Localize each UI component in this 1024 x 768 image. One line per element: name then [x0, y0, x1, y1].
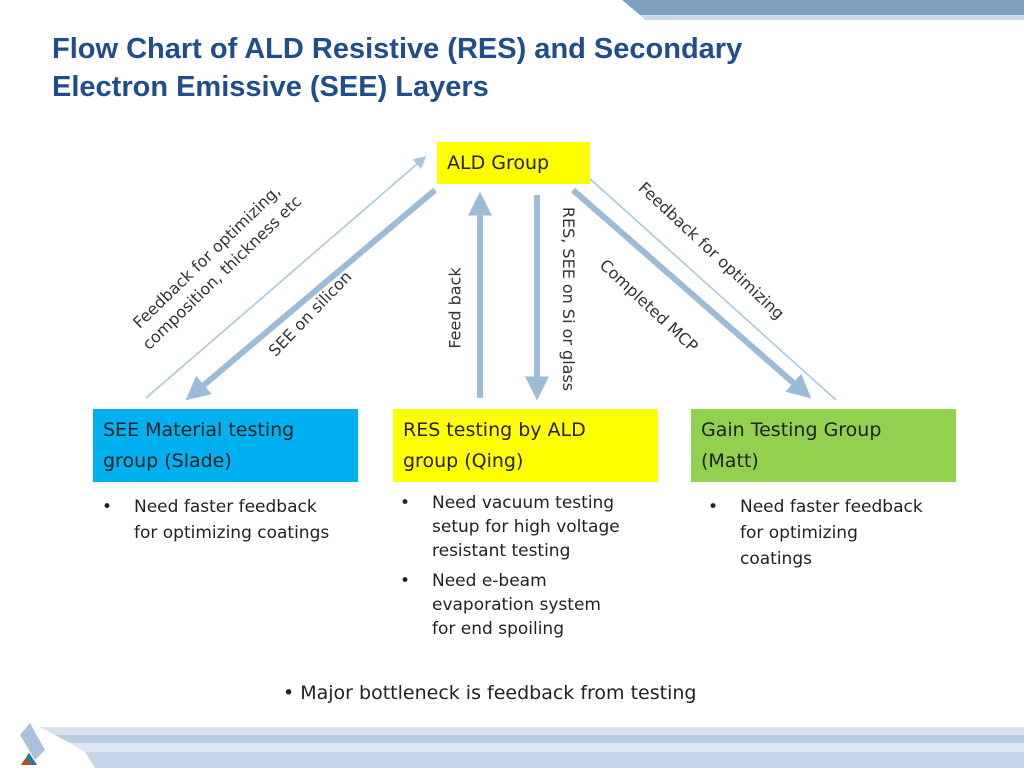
list-item: Need vacuum testing setup for high volta… [392, 491, 672, 563]
see-box-line-1: SEE Material testing [103, 419, 295, 441]
top-decoration [622, 0, 1024, 20]
note-line: for end spoiling [432, 619, 564, 639]
see-notes-list: Need faster feedback for optimizing coat… [94, 494, 384, 552]
logo-icon [21, 753, 37, 765]
bottom-decoration [20, 723, 1024, 768]
note-line: setup for high voltage [432, 517, 620, 537]
list-item: Need faster feedback for optimizing coat… [94, 494, 384, 546]
see-material-testing-box: SEE Material testing group (Slade) [93, 409, 358, 482]
list-item: Need faster feedback for optimizing coat… [700, 494, 1000, 572]
arrow-completed-mcp [571, 187, 812, 399]
res-box-line-2: group (Qing) [403, 450, 524, 472]
ald-group-label: ALD Group [447, 152, 550, 174]
note-line: Need e-beam [432, 571, 547, 591]
bottleneck-note: • Major bottleneck is feedback from test… [283, 682, 697, 704]
note-line: resistant testing [432, 541, 571, 561]
label-feed-back: Feed back [445, 267, 465, 349]
res-notes-list: Need vacuum testing setup for high volta… [392, 491, 672, 647]
note-line: Need vacuum testing [432, 493, 615, 513]
title-line-2: Electron Emissive (SEE) Layers [52, 71, 489, 103]
res-testing-box: RES testing by ALD group (Qing) [393, 409, 658, 482]
note-line: for optimizing [740, 523, 858, 543]
slide-title: Flow Chart of ALD Resistive (RES) and Se… [52, 30, 952, 106]
gain-box-line-2: (Matt) [701, 450, 759, 472]
arrow-feedback-right [575, 165, 837, 401]
label-res-see-on-si-or-glass: RES, SEE on Si or glass [559, 206, 579, 392]
list-item: Need e-beam evaporation system for end s… [392, 569, 672, 641]
arrow-see-on-silicon [185, 187, 437, 401]
note-line: for optimizing coatings [134, 523, 330, 543]
arrow-feedback-left [145, 155, 427, 399]
title-line-1: Flow Chart of ALD Resistive (RES) and Se… [52, 33, 743, 65]
ald-group-box: ALD Group [437, 142, 590, 184]
gain-box-line-1: Gain Testing Group [701, 419, 882, 441]
note-line: Need faster feedback [134, 497, 317, 517]
res-box-line-1: RES testing by ALD [403, 419, 586, 441]
note-line: evaporation system [432, 595, 601, 615]
gain-notes-list: Need faster feedback for optimizing coat… [700, 494, 1000, 578]
see-box-line-2: group (Slade) [103, 450, 232, 472]
note-line: coatings [740, 549, 812, 569]
note-line: Need faster feedback [740, 497, 923, 517]
gain-testing-box: Gain Testing Group (Matt) [691, 409, 956, 482]
